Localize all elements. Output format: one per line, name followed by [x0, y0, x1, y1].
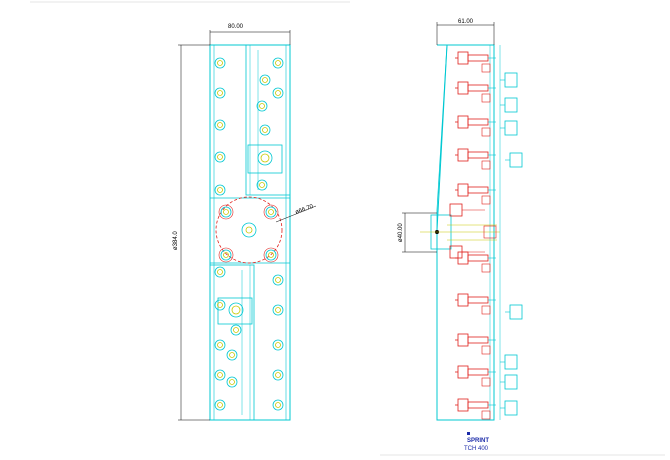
bolt-hole [272, 369, 284, 381]
bolt-hole [259, 74, 271, 86]
valve [455, 81, 496, 103]
model-name: TCH 400 [464, 446, 489, 452]
adjust-knob [500, 374, 518, 390]
bolt-hole [214, 151, 226, 163]
bolt-hole [226, 376, 238, 388]
rotary-hole-ring [263, 204, 279, 220]
valve [455, 51, 496, 73]
valve [455, 148, 496, 170]
valve [455, 365, 496, 387]
right-side-view: 61.00 ø40.00 [398, 19, 523, 421]
lower-slot [209, 264, 255, 421]
adjust-knob [505, 304, 523, 320]
bolt-hole [256, 100, 268, 112]
bolt-hole [272, 57, 284, 69]
clamp-bolt [257, 150, 273, 166]
bolt-hole [220, 249, 232, 261]
valve [455, 293, 496, 315]
center-valve [483, 225, 497, 239]
clamp-bolt [228, 302, 244, 318]
bolt-hole [272, 339, 284, 351]
rotary-hole-ring [218, 204, 234, 220]
bolt-hole [256, 179, 268, 191]
valve [455, 398, 496, 420]
valve [455, 183, 496, 205]
bolt-hole [214, 299, 226, 311]
right-body-outline [436, 44, 495, 421]
bolt-hole [214, 399, 226, 411]
center-valve [449, 245, 485, 259]
bolt-hole [272, 274, 284, 286]
bolt-hole [226, 349, 238, 361]
adjust-knob [500, 72, 518, 88]
right-side-dimension: ø40.00 [398, 212, 437, 253]
bolt-holes [214, 57, 284, 411]
upper-clamp-block [247, 144, 283, 174]
center-valve [449, 203, 485, 217]
bolt-hole [265, 249, 277, 261]
hydraulic-valves [449, 51, 497, 420]
bolt-hole [230, 324, 242, 336]
bolt-hole [214, 266, 226, 278]
adjust-knob [500, 120, 518, 136]
bolt-hole [214, 184, 226, 196]
adjustment-knobs [500, 72, 523, 416]
upper-slot [245, 44, 291, 196]
rotary-hole-ring [218, 247, 234, 263]
right-side-label: ø40.00 [398, 223, 404, 242]
right-width-dimension: 61.00 [436, 19, 495, 45]
valve [455, 333, 496, 355]
circle-diameter-label: ø66.70 [295, 204, 315, 216]
bolt-hole [214, 57, 226, 69]
rotary-hole-ring [263, 247, 279, 263]
sheet-frame [30, 1, 665, 456]
adjust-knob [505, 152, 523, 168]
left-width-label: 80.00 [228, 24, 244, 30]
bolt-hole [214, 87, 226, 99]
bolt-hole [214, 339, 226, 351]
bolt-hole [214, 369, 226, 381]
valve [455, 115, 496, 137]
bolt-hole [272, 399, 284, 411]
bolt-hole [214, 119, 226, 131]
left-height-dimension: ø384.0 [173, 44, 210, 421]
adjust-knob [500, 354, 518, 370]
brand-name: SPRINT [467, 438, 489, 444]
left-plan-view: 80.00 ø384.0 ø66.70 [173, 24, 317, 421]
lower-clamp-block [217, 297, 253, 325]
bolt-hole [272, 87, 284, 99]
rotary-circle [215, 196, 283, 264]
bolt-hole [220, 206, 232, 218]
left-width-dimension: 80.00 [209, 24, 291, 45]
bolt-hole [272, 304, 284, 316]
bolt-hole [259, 124, 271, 136]
right-width-label: 61.00 [458, 19, 474, 25]
circle-dimension: ø66.70 [275, 204, 317, 223]
adjust-knob [500, 97, 518, 113]
bolt-hole [265, 206, 277, 218]
left-height-label: ø384.0 [173, 231, 179, 250]
brand-logo: SPRINT TCH 400 [464, 432, 489, 452]
adjust-knob [500, 400, 518, 416]
